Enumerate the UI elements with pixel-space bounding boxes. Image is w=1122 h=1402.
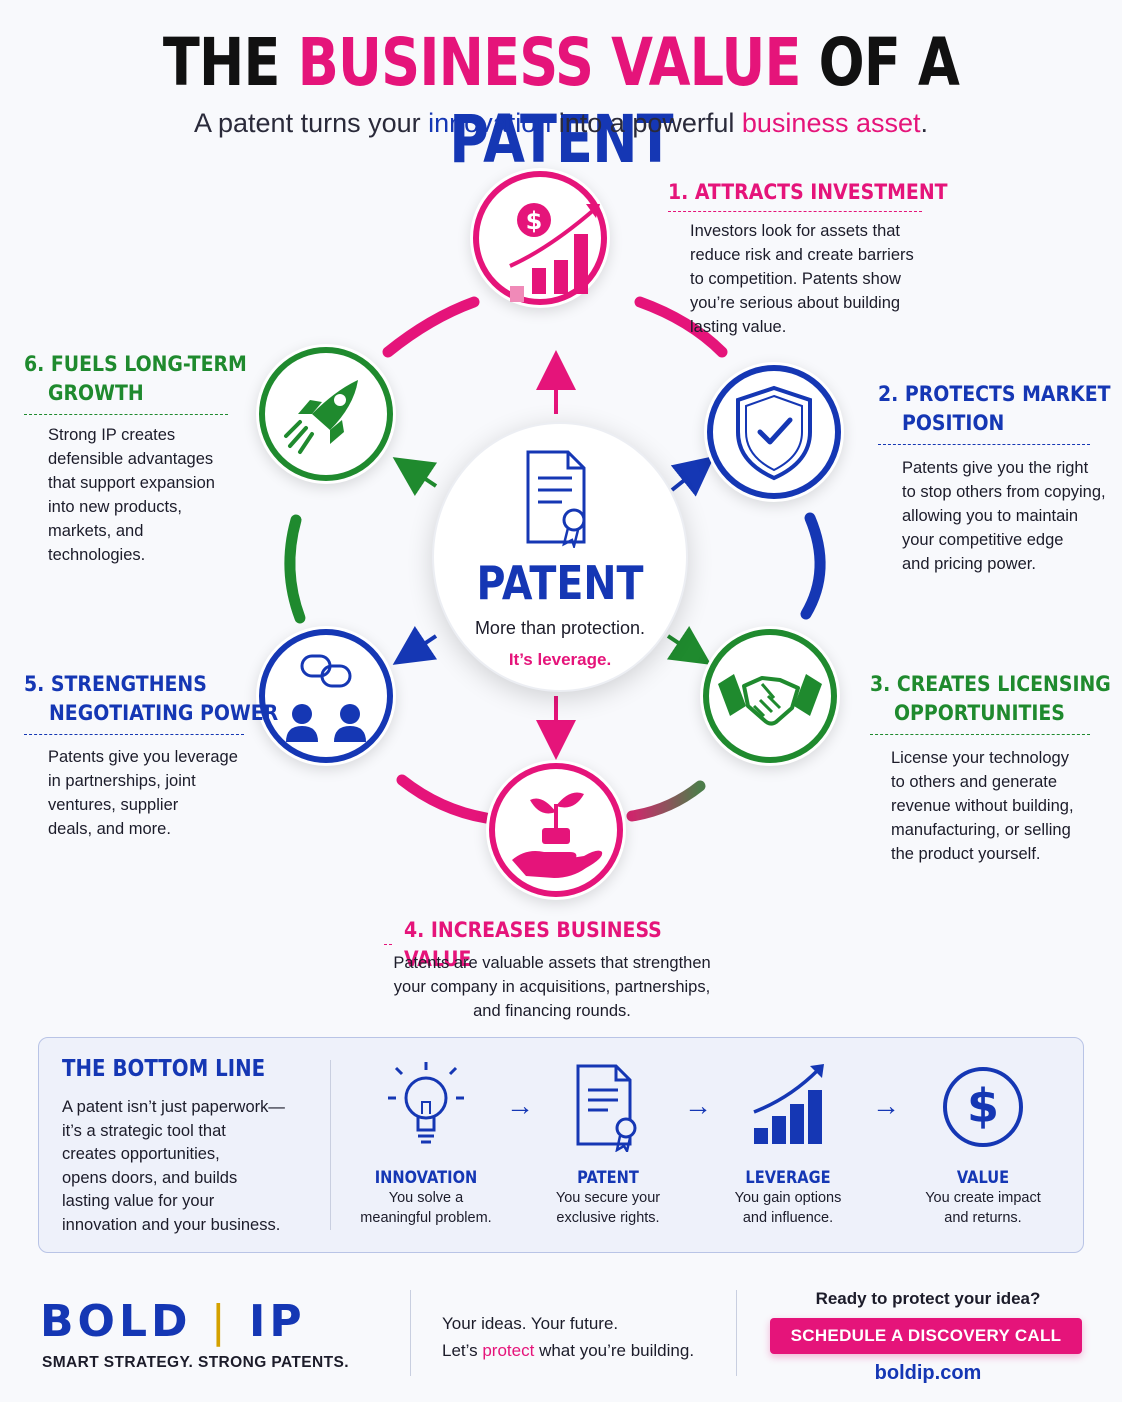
investment-chart-icon: $ <box>473 171 607 305</box>
rocket-icon <box>259 347 393 481</box>
cta-question: Ready to protect your idea? <box>815 1289 1041 1308</box>
benefit-heading: 4. INCREASES BUSINESS VALUE <box>404 918 662 971</box>
center-title: PATENT <box>476 556 644 610</box>
dollar-circle-icon: $ <box>943 1067 1023 1147</box>
footer-message: Your ideas. Your future. Let’s protect w… <box>442 1314 695 1360</box>
ring-arc-2-3 <box>800 512 826 620</box>
hand-plant-icon <box>489 763 623 897</box>
ring-arc-1-2 <box>634 296 728 358</box>
center-line2: It’s leverage. <box>508 650 612 669</box>
step-arrow-icon: → <box>684 1090 712 1121</box>
growth-chart-icon <box>753 1064 824 1144</box>
page-subtitle: A patent turns your innovation into a po… <box>193 108 929 138</box>
tagline: SMART STRATEGY. STRONG PATENTS. <box>42 1354 349 1371</box>
arrow-to-5 <box>392 626 438 665</box>
schedule-call-button[interactable]: SCHEDULE A DISCOVERY CALL <box>770 1318 1082 1354</box>
ring-arc-4-5 <box>396 774 492 824</box>
benefit-desc: Patents are valuable assets that strengt… <box>393 954 711 1020</box>
node-creates-licensing <box>700 626 840 766</box>
benefit-4: 4. INCREASES BUSINESS VALUE <box>384 916 724 974</box>
step-arrow-icon: → <box>506 1090 534 1121</box>
svg-text:$: $ <box>967 1079 999 1133</box>
benefit-heading: 1. ATTRACTS INVESTMENT <box>668 180 948 204</box>
node-attracts-investment: $ <box>470 168 610 308</box>
arrow-to-2 <box>670 456 715 497</box>
node-fuels-growth <box>256 344 396 484</box>
ring-arc-3-4 <box>626 780 706 822</box>
cycle-connectors <box>284 296 826 824</box>
svg-text:$: $ <box>526 207 543 235</box>
bottom-line-title: THE BOTTOM LINE <box>62 1056 266 1082</box>
divider <box>736 1290 737 1376</box>
bold-ip-logo: BOLD | IP <box>40 1296 306 1347</box>
benefit-1: 1. ATTRACTS INVESTMENT <box>668 178 948 212</box>
node-increases-value <box>486 760 626 900</box>
page-title: THE BUSINESS VALUE OF A PATENT <box>162 24 960 178</box>
shield-check-icon <box>707 365 841 499</box>
ring-arc-5-6 <box>284 514 306 624</box>
bottom-line-panel <box>38 1037 1084 1253</box>
lightbulb-icon <box>388 1062 464 1144</box>
people-chat-icon <box>259 629 393 763</box>
website-link[interactable]: boldip.com <box>874 1362 982 1384</box>
divider <box>330 1060 331 1230</box>
certificate-icon <box>576 1064 637 1152</box>
certificate-icon <box>526 450 586 548</box>
divider <box>410 1290 411 1376</box>
ring-arc-6-1 <box>382 296 480 358</box>
node-strengthens-negotiating <box>256 626 396 766</box>
center-patent-circle: PATENT More than protection. It’s levera… <box>432 422 688 692</box>
step-arrow-icon: → <box>872 1090 900 1121</box>
arrow-to-3 <box>666 626 712 665</box>
node-protects-market <box>704 362 844 502</box>
handshake-icon <box>703 629 837 763</box>
center-line1: More than protection. <box>474 618 646 638</box>
bottom-line-text: A patent isn’t just paperwork—it’s a str… <box>62 1098 285 1234</box>
arrow-to-6 <box>392 457 438 496</box>
